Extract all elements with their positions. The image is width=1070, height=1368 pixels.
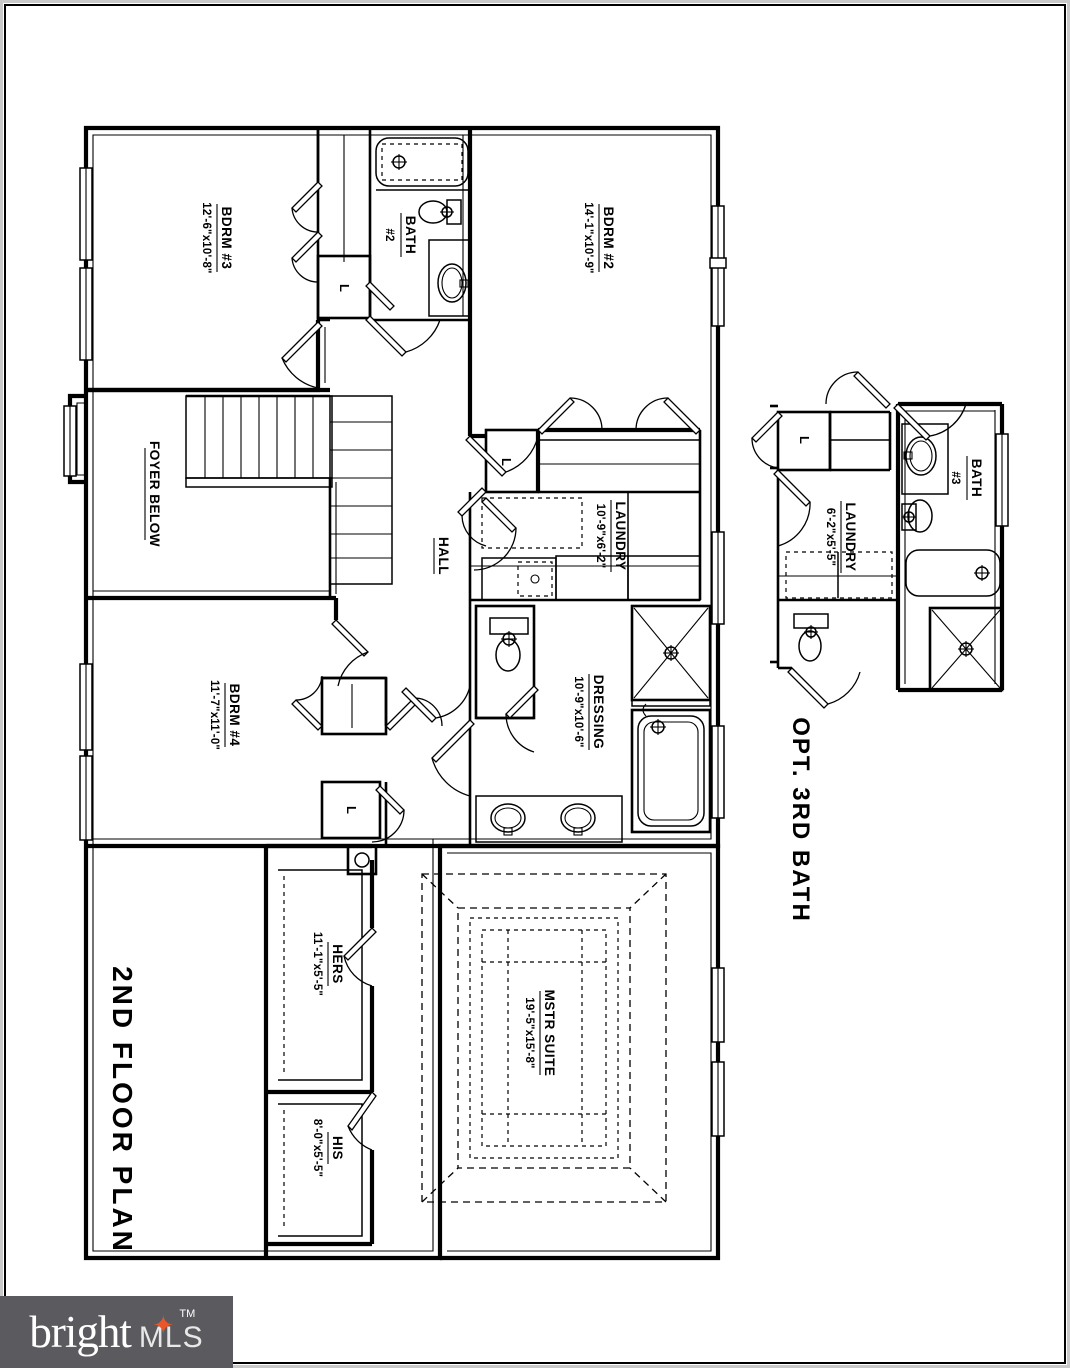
room-label-mstr: MSTR SUITE bbox=[542, 990, 557, 1077]
room-dim-bdrm4: 11'-7"x11'-0" bbox=[208, 680, 220, 750]
room-label-opt-bath3: BATH bbox=[969, 459, 984, 498]
linen-mark-3: L bbox=[344, 806, 359, 814]
room-dim-dressing: 10'-9"x10'-6" bbox=[572, 676, 584, 747]
watermark-brand: bright bbox=[29, 1306, 131, 1357]
room-label-bdrm2: BDRM #2 bbox=[601, 207, 616, 270]
door-group-upper bbox=[281, 181, 441, 389]
room-label-bath2: BATH bbox=[403, 216, 418, 255]
foyer-stairs bbox=[86, 394, 393, 601]
spark-icon: ✦ bbox=[152, 1309, 175, 1340]
room-label-opt-laundry: LAUNDRY bbox=[843, 503, 858, 572]
room-label-his: HIS bbox=[330, 1136, 345, 1160]
option-title: OPT. 3RD BATH bbox=[787, 717, 814, 923]
option-3rd-bath-plan bbox=[751, 371, 1009, 709]
bright-mls-watermark: bright MLS ✦ TM bbox=[0, 1296, 233, 1368]
mstr-tray-ceiling bbox=[421, 873, 667, 1203]
walls-center bbox=[467, 322, 702, 602]
linen-marks: L L L bbox=[337, 284, 514, 814]
room-dim-hers: 11'-1"x5'-5" bbox=[311, 932, 323, 996]
exterior-walls bbox=[67, 125, 721, 1261]
room-dim-bath2: #2 bbox=[383, 228, 395, 241]
window-group-left bbox=[63, 167, 93, 841]
walls-bdrm4 bbox=[86, 598, 440, 849]
page-border-inner bbox=[4, 4, 1066, 1364]
linen-mark-2: L bbox=[499, 458, 514, 466]
door-group-center bbox=[457, 397, 701, 571]
walls-closets bbox=[263, 843, 378, 1258]
walls-mbath bbox=[401, 600, 712, 846]
room-label-foyer: FOYER BELOW bbox=[147, 441, 162, 547]
room-dim-opt-bath3: #3 bbox=[949, 471, 961, 484]
window-group-right bbox=[709, 205, 727, 1137]
bath2-fixtures bbox=[375, 137, 470, 317]
page-title: 2ND FLOOR PLAN bbox=[107, 966, 138, 1254]
linen-mark-1: L bbox=[337, 284, 352, 292]
door-group-bdrm4 bbox=[291, 619, 443, 843]
room-dim-opt-laundry: 6'-2"x5'-5" bbox=[824, 508, 836, 566]
room-label-dressing: DRESSING bbox=[591, 675, 606, 750]
room-labels: BDRM #3 12'-6"x10'-8" BATH #2 BDRM #2 14… bbox=[144, 202, 628, 1177]
watermark-suffix: MLS bbox=[138, 1320, 204, 1354]
room-label-laundry: LAUNDRY bbox=[613, 502, 628, 571]
walls-upper bbox=[86, 128, 473, 393]
trademark-icon: TM bbox=[179, 1307, 196, 1320]
room-dim-bdrm3: 12'-6"x10'-8" bbox=[200, 202, 212, 273]
room-label-bdrm4: BDRM #4 bbox=[227, 684, 242, 747]
room-dim-laundry: 10'-9"x6'-2" bbox=[594, 504, 606, 569]
room-label-bdrm3: BDRM #3 bbox=[219, 207, 234, 270]
room-dim-bdrm2: 14'-1"x10'-9" bbox=[582, 202, 594, 273]
room-label-hers: HERS bbox=[330, 944, 345, 984]
room-dim-mstr: 19'-5"x15'-8" bbox=[523, 997, 535, 1068]
linen-mark-4: L bbox=[797, 436, 812, 444]
room-label-hall: HALL bbox=[436, 537, 451, 575]
room-dim-his: 8'-0"x5'-5" bbox=[311, 1119, 323, 1177]
